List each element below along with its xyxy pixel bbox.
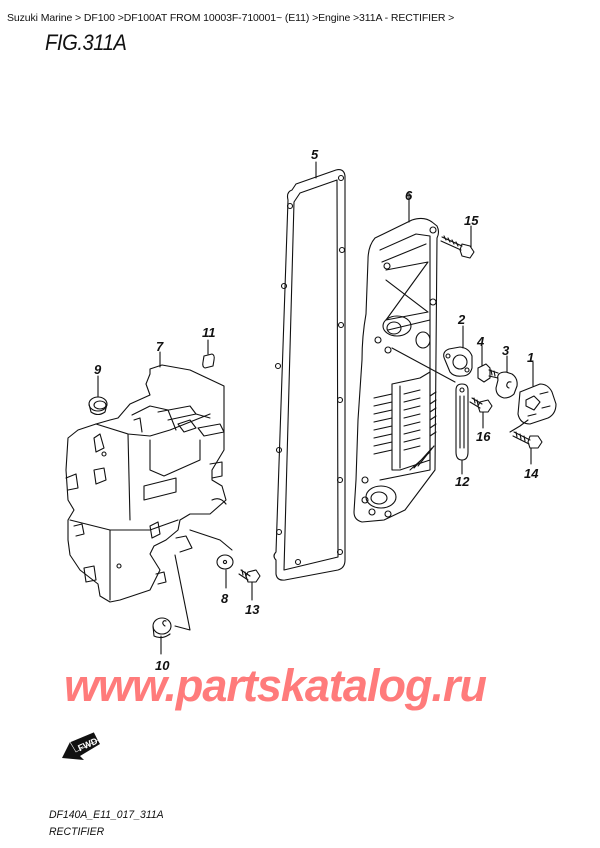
callout-5[interactable]: 5 bbox=[311, 147, 319, 162]
callout-labels: 1 2 3 4 5 6 7 8 9 10 11 12 13 14 15 16 bbox=[94, 147, 539, 673]
callout-15[interactable]: 15 bbox=[464, 213, 479, 228]
callout-11[interactable]: 11 bbox=[202, 325, 216, 340]
callout-13[interactable]: 13 bbox=[245, 602, 260, 617]
cap-part-3[interactable] bbox=[495, 355, 518, 399]
grommet-part-10[interactable] bbox=[152, 617, 172, 655]
bolt-part-4[interactable] bbox=[477, 345, 499, 383]
watermark: www.partskatalog.ru bbox=[64, 660, 487, 711]
cap-part-11[interactable] bbox=[202, 339, 215, 369]
callout-9[interactable]: 9 bbox=[94, 362, 102, 377]
breadcrumb[interactable]: Suzuki Marine > DF100 >DF100AT FROM 1000… bbox=[7, 12, 455, 24]
callout-14[interactable]: 14 bbox=[524, 466, 539, 481]
fwd-arrow-icon: FWD bbox=[62, 731, 100, 760]
rectifier-cover-part-6[interactable] bbox=[353, 192, 456, 523]
callout-3[interactable]: 3 bbox=[502, 343, 510, 358]
bolt-part-13[interactable] bbox=[238, 569, 261, 601]
callout-12[interactable]: 12 bbox=[455, 474, 470, 489]
holder-box-part-7[interactable] bbox=[65, 351, 233, 631]
grommet-part-9[interactable] bbox=[88, 375, 108, 416]
bolt-part-14[interactable] bbox=[512, 431, 543, 465]
callout-10[interactable]: 10 bbox=[155, 658, 170, 673]
callout-1[interactable]: 1 bbox=[527, 350, 534, 365]
callout-2[interactable]: 2 bbox=[457, 312, 466, 327]
figure-name: RECTIFIER bbox=[49, 826, 105, 838]
callout-8[interactable]: 8 bbox=[221, 591, 229, 606]
callout-16[interactable]: 16 bbox=[476, 429, 491, 444]
gasket-part-2[interactable] bbox=[443, 325, 473, 377]
figure-title: FIG.311A bbox=[45, 30, 127, 55]
callout-6[interactable]: 6 bbox=[405, 188, 413, 203]
rectifier-part-1[interactable] bbox=[509, 361, 557, 433]
callout-4[interactable]: 4 bbox=[476, 334, 485, 349]
gasket-part-5[interactable] bbox=[273, 161, 346, 581]
figure-code: DF140A_E11_017_311A bbox=[49, 809, 164, 821]
bolt-part-16[interactable] bbox=[469, 397, 493, 429]
bolt-part-15[interactable] bbox=[440, 225, 475, 259]
washer-part-8[interactable] bbox=[216, 554, 234, 589]
callout-7[interactable]: 7 bbox=[156, 339, 164, 354]
clamp-part-12[interactable] bbox=[455, 383, 469, 475]
